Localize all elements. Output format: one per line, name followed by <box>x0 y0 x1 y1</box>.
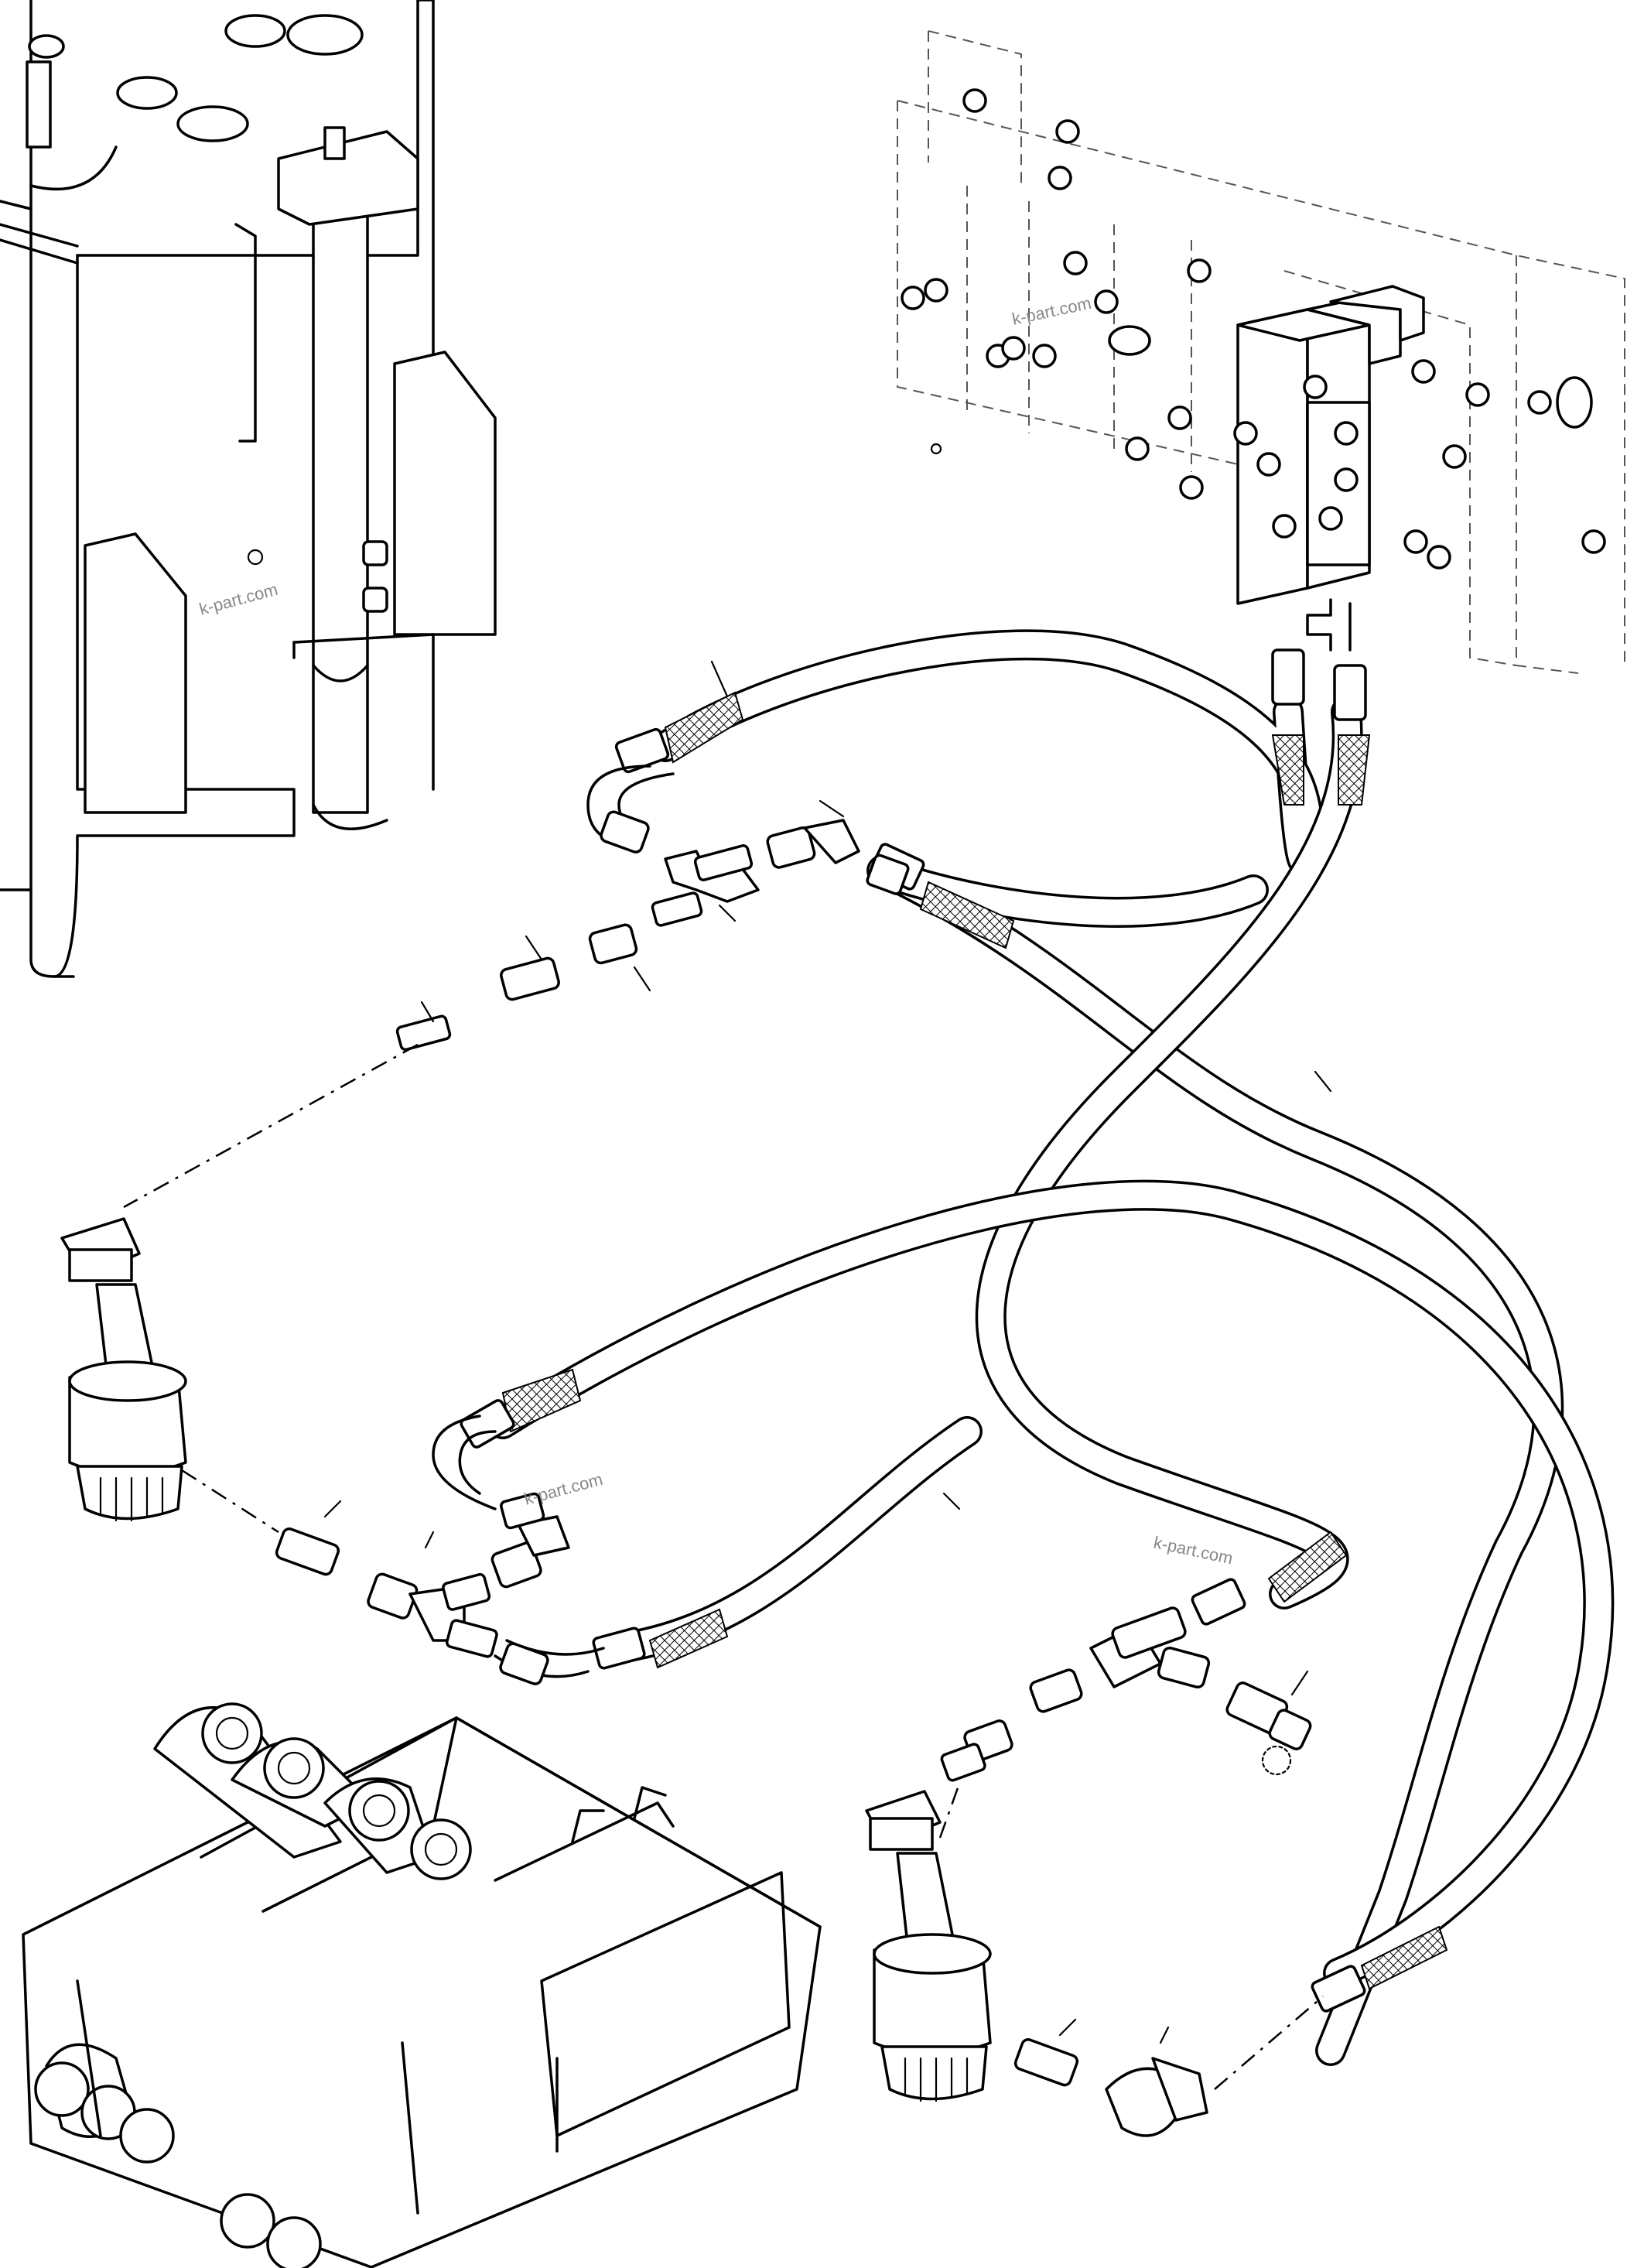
pilot-valve-icon <box>865 1783 992 2102</box>
fitting-icon <box>901 88 1606 570</box>
hydraulic-hose-icon <box>460 629 1615 2066</box>
fitting-icon <box>123 660 1332 1510</box>
watermark-text: k-part.com <box>197 580 280 619</box>
fitting-icon <box>940 1606 1312 1782</box>
pilot-valve-icon <box>60 1217 279 1534</box>
fitting-icon <box>275 1415 605 1685</box>
watermark-text: k-part.com <box>522 1469 605 1509</box>
watermark-text: k-part.com <box>1152 1532 1235 1568</box>
fitting-icon <box>1013 1996 1324 2137</box>
bucket-frame-icon <box>22 1702 822 2268</box>
watermark-text: k-part.com <box>1010 293 1093 329</box>
hydraulic-tank-icon <box>0 0 497 978</box>
dust-cap-chain-icon <box>1261 1670 1309 1776</box>
control-valve-block-icon <box>897 30 1625 674</box>
